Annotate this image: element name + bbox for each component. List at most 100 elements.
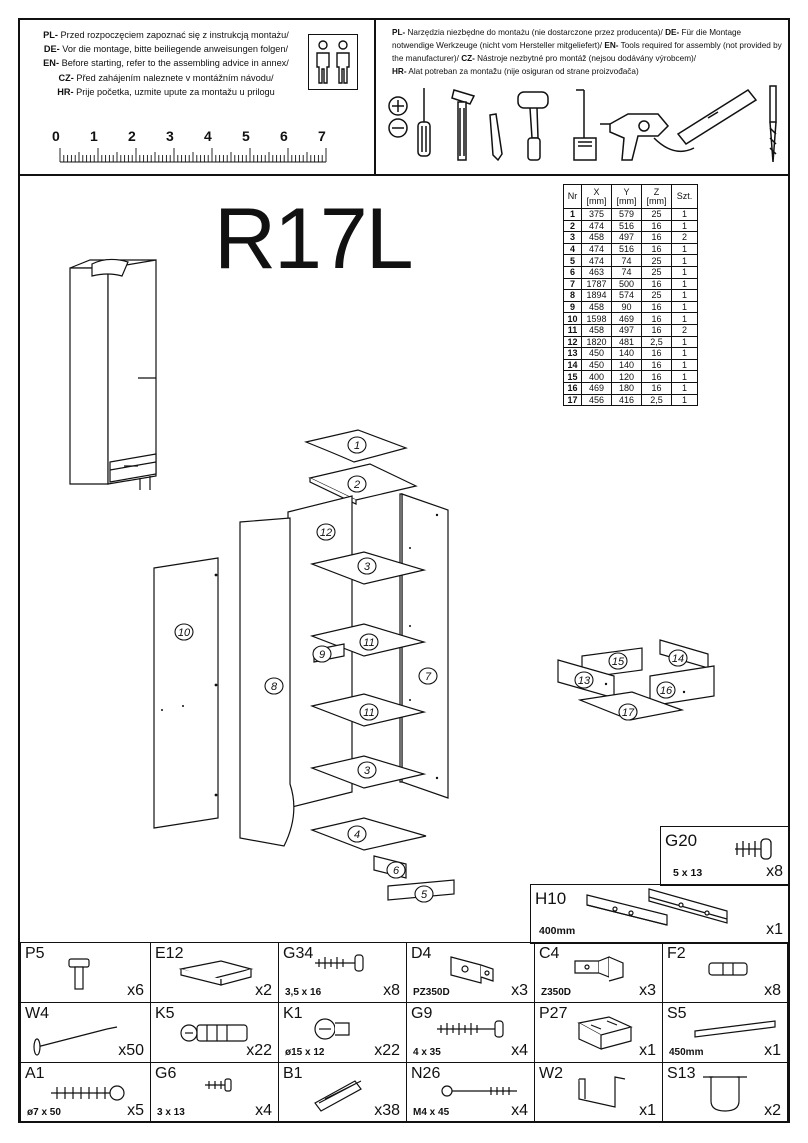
table-cell: 1 [671, 289, 698, 302]
hardware-code: S13 [667, 1065, 696, 1082]
hardware-code: G6 [155, 1065, 177, 1082]
hardware-qty: x4 [511, 1042, 528, 1059]
hardware-w2: W2 x1 [534, 1062, 662, 1122]
hardware-code: H10 [535, 889, 567, 908]
drawer-runner-icon [586, 888, 728, 926]
part-label-8: 8 [264, 677, 284, 695]
hardware-icon [178, 960, 254, 986]
hardware-qty: x1 [639, 1102, 656, 1119]
hardware-icon [180, 1024, 248, 1042]
hardware-qty: x1 [639, 1042, 656, 1059]
hardware-code: P27 [539, 1005, 568, 1022]
col-x: X [mm] [581, 184, 612, 209]
part-number: 12 [320, 527, 332, 539]
hardware-code: P5 [25, 945, 45, 962]
screwdriver-icon [388, 88, 431, 157]
part-number: 8 [271, 681, 278, 693]
hardware-code: G20 [665, 831, 698, 850]
hardware-spec: M4 x 45 [413, 1107, 450, 1118]
table-cell: 16 [641, 219, 672, 233]
hardware-qty: x4 [511, 1102, 528, 1119]
part-label-2: 2 [347, 475, 367, 493]
part-number: 3 [364, 561, 371, 573]
hardware-code: K1 [283, 1005, 303, 1022]
instructions-panel: PL- Przed rozpoczęciem zapoznać się z in… [20, 20, 376, 176]
product-title: R17L [214, 191, 414, 287]
hardware-code: W4 [25, 1005, 49, 1022]
table-cell: 1 [671, 219, 698, 233]
part-label-15: 15 [608, 652, 628, 670]
hardware-qty: x38 [374, 1102, 400, 1119]
hardware-spec: Z350D [541, 987, 572, 998]
hardware-icon [694, 1020, 776, 1038]
table-cell: 458 [581, 231, 612, 244]
ruler-numbers: 0 1 2 3 4 5 6 7 [52, 128, 326, 144]
hardware-h10: H10 400mm x1 [530, 884, 790, 944]
hardware-spec: 3,5 x 16 [285, 987, 322, 998]
hardware-icon [314, 1018, 350, 1040]
table-cell: 456 [581, 393, 612, 407]
hardware-spec: 4 x 35 [413, 1047, 441, 1058]
table-header-row: Nr X [mm] Y [mm] Z [mm] Szt. [563, 184, 698, 209]
hardware-qty: x1 [766, 921, 783, 938]
hardware-qty: x8 [766, 863, 783, 880]
hardware-code: G34 [283, 945, 314, 962]
hardware-code: E12 [155, 945, 184, 962]
hardware-qty: x2 [764, 1102, 781, 1119]
table-cell: 516 [611, 242, 642, 256]
part-label-12: 12 [316, 523, 336, 541]
hardware-code: B1 [283, 1065, 303, 1082]
part-label-5: 5 [414, 885, 434, 903]
hardware-icon [578, 1076, 626, 1108]
hardware-code: A1 [25, 1065, 45, 1082]
hardware-qty: x4 [255, 1102, 272, 1119]
part-label-10: 10 [174, 623, 194, 641]
screw-icon [735, 838, 772, 860]
part-number: 13 [578, 675, 591, 687]
hardware-qty: x22 [374, 1042, 400, 1059]
part-number: 3 [364, 765, 371, 777]
hardware-icon [68, 958, 90, 990]
hardware-icon [577, 1016, 633, 1050]
hardware-code: W2 [539, 1065, 563, 1082]
hardware-qty: x8 [764, 982, 781, 999]
hardware-icon [708, 962, 748, 976]
hardware-icon [441, 1085, 517, 1097]
hardware-icon [51, 1085, 125, 1101]
drill-bit-icon [769, 85, 777, 163]
hardware-b1: B1 x38 [278, 1062, 406, 1122]
persons-icon [308, 34, 358, 90]
table-cell: 1 [671, 242, 698, 256]
hardware-spec: 400mm [539, 925, 576, 937]
part-label-13: 13 [574, 671, 594, 689]
col-z: Z [mm] [641, 184, 672, 209]
part-label-16: 16 [656, 681, 676, 699]
tools-panel: PL- Narzędzia niezbędne do montażu (nie … [378, 20, 788, 176]
wardrobe-preview [69, 258, 157, 490]
hardware-qty: x1 [764, 1042, 781, 1059]
mallet-icon [517, 91, 549, 161]
part-label-7: 7 [418, 667, 438, 685]
hardware-qty: x50 [118, 1042, 144, 1059]
hardware-qty: x3 [511, 982, 528, 999]
hardware-s13: S13 x2 [662, 1062, 788, 1122]
table-cell: 2 [563, 219, 582, 233]
part-number: 16 [660, 685, 673, 697]
page-frame [18, 18, 790, 1123]
part-number: 2 [353, 479, 360, 491]
part-number: 10 [178, 627, 191, 639]
